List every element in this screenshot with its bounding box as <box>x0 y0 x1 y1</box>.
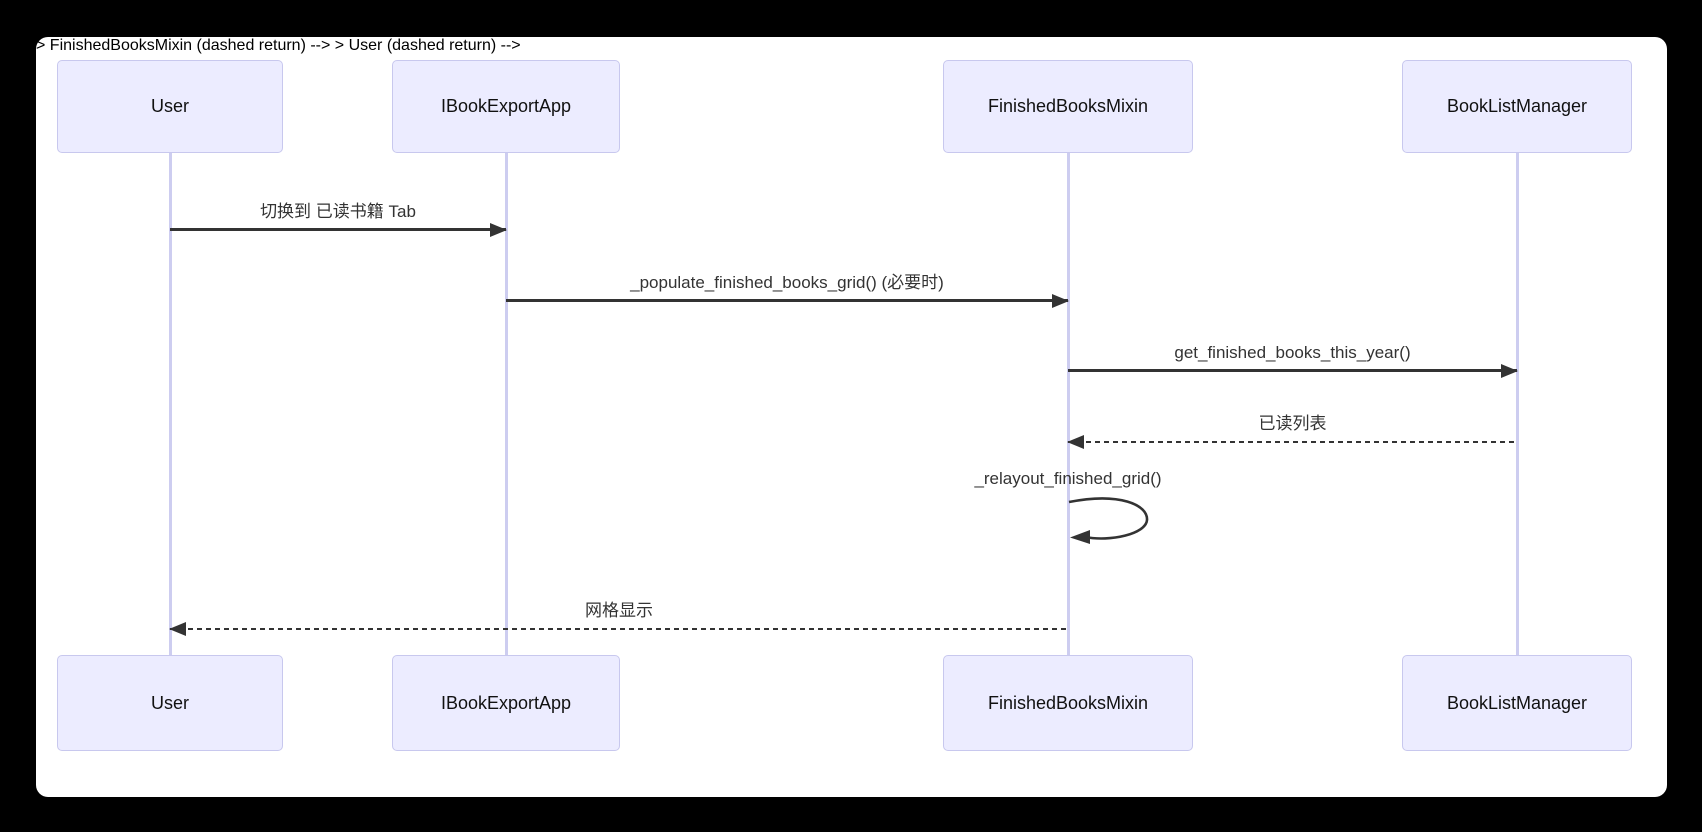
message-label: _populate_finished_books_grid() (必要时) <box>630 273 944 292</box>
self-loop-arrow-icon <box>1068 497 1149 544</box>
actor-box-finished-books-mixin-bottom: FinishedBooksMixin <box>943 655 1193 751</box>
message-label: 切换到 已读书籍 Tab <box>260 202 416 221</box>
lifeline-ibook-export-app <box>505 153 508 655</box>
message-label: 网格显示 <box>585 601 653 620</box>
message-label: 已读列表 <box>1258 414 1327 433</box>
message-line <box>1068 369 1517 372</box>
actor-box-ibook-export-app-bottom: IBookExportApp <box>392 655 620 751</box>
message-grid-display-return: 网格显示 <box>169 598 1068 636</box>
lifeline-book-list-manager <box>1516 153 1519 655</box>
message-line-dashed <box>1068 440 1517 443</box>
diagram-canvas: User IBookExportApp FinishedBooksMixin B… <box>36 37 1667 797</box>
actor-box-user-top: User <box>57 60 283 153</box>
arrowhead-right-icon <box>1052 293 1069 308</box>
actor-label-book-list-manager: BookListManager <box>1446 96 1588 116</box>
message-get-finished-books: get_finished_books_this_year() <box>1068 340 1518 378</box>
lifeline-user <box>169 153 172 655</box>
actor-box-book-list-manager-top: BookListManager <box>1402 60 1632 153</box>
actor-box-ibook-export-app-top: IBookExportApp <box>392 60 620 153</box>
actor-label-ibook-export-app: IBookExportApp <box>440 692 572 713</box>
message-populate-grid: _populate_finished_books_grid() (必要时) <box>506 270 1069 308</box>
actor-label-user: User <box>150 96 189 116</box>
message-line-dashed <box>170 627 1068 630</box>
actor-label-book-list-manager: BookListManager <box>1446 692 1588 713</box>
message-switch-tab: 切换到 已读书籍 Tab <box>170 199 507 237</box>
arrowhead-right-icon <box>490 222 507 237</box>
actor-label-finished-books-mixin: FinishedBooksMixin <box>987 692 1149 713</box>
arrowhead-left-icon <box>169 621 186 636</box>
actor-label-finished-books-mixin: FinishedBooksMixin <box>987 96 1149 116</box>
message-relayout-label: _relayout_finished_grid() <box>974 469 1162 488</box>
message-label: get_finished_books_this_year() <box>1174 343 1411 362</box>
arrowhead-left-icon <box>1067 434 1084 449</box>
actor-box-finished-books-mixin-top: FinishedBooksMixin <box>943 60 1193 153</box>
actor-label-ibook-export-app: IBookExportApp <box>440 96 572 116</box>
actor-box-book-list-manager-bottom: BookListManager <box>1402 655 1632 751</box>
message-line <box>506 299 1068 302</box>
arrowhead-right-icon <box>1501 363 1518 378</box>
message-line <box>170 228 506 231</box>
lifeline-finished-books-mixin <box>1067 153 1070 655</box>
actor-box-user-bottom: User <box>57 655 283 751</box>
message-finished-list-return: 已读列表 <box>1067 411 1517 449</box>
actor-label-user: User <box>150 692 189 713</box>
